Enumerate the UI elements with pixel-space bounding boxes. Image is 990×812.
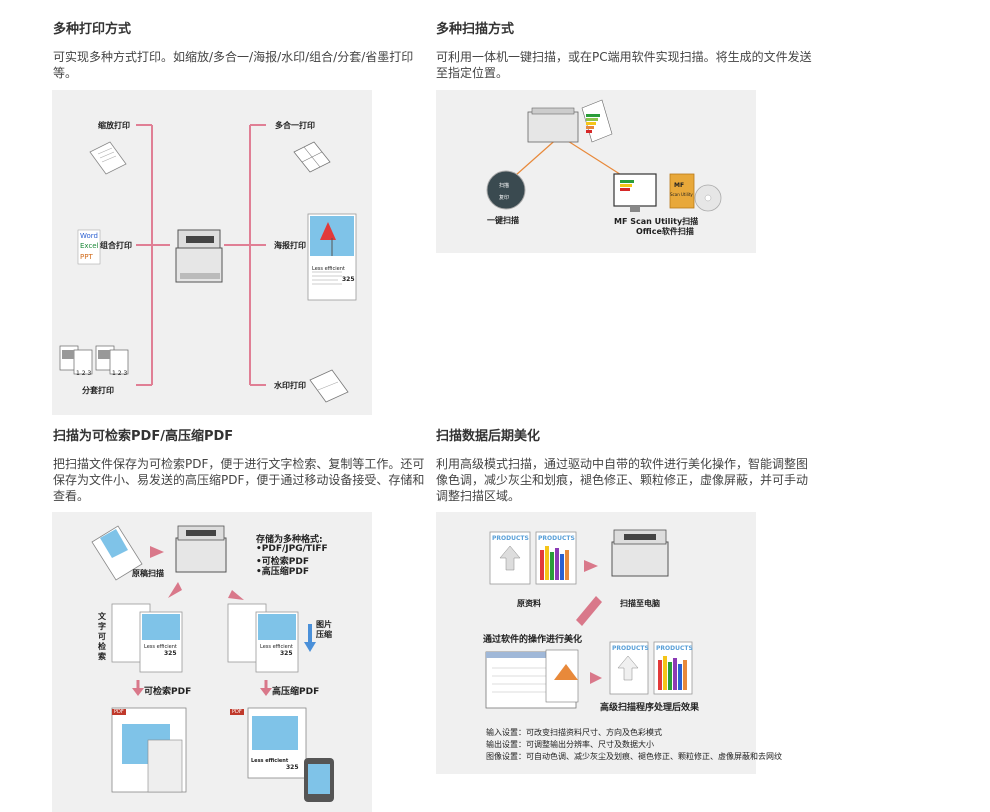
watermark-print-label: 水印打印: [274, 381, 306, 390]
poster-text: Less efficient: [312, 266, 345, 272]
watermark-doc-icon: [309, 369, 349, 403]
mf-box-label-2: Scan Utility: [670, 192, 693, 197]
section-print-modes: 多种打印方式 可实现多种方式打印。如缩放/多合一/海报/水印/组合/分套/省墨打…: [53, 21, 435, 81]
nup-print-label: 多合一打印: [275, 121, 315, 130]
copy-button-label: 复印: [499, 195, 510, 201]
pdf-tag-2: PDF: [230, 709, 244, 715]
section-desc: 利用高级模式扫描，通过驱动中自带的软件进行美化操作，智能调整图像色调，减少灰尘和…: [436, 457, 809, 503]
collate-pages-icon: [59, 345, 129, 375]
pdf-tag-1: PDF: [112, 709, 126, 715]
output-setting-text: 输出设置：可调整输出分辨率、尺寸及数据大小: [486, 740, 654, 749]
text-search-label: 文字可检索: [98, 612, 106, 661]
products-label-4: PRODUCTS: [656, 645, 693, 652]
section-scan-beautify: 扫描数据后期美化 利用高级模式扫描，通过驱动中自带的软件进行美化操作，智能调整图…: [436, 428, 814, 504]
pages-label-1: 1 2 3: [76, 370, 92, 377]
compressed-pdf-label: 高压缩PDF: [272, 687, 320, 697]
scan-beautify-diagram: PRODUCTS PRODUCTS PRODUCTS PRODUCTS 原资料 …: [436, 512, 782, 774]
doc-num-2: 325: [280, 650, 293, 657]
scan-button-label: 扫描: [499, 183, 510, 189]
searchable-pdf-label: 可检索PDF: [144, 687, 192, 697]
combo-print-label: 组合打印: [100, 241, 132, 250]
after-effect-label: 高级扫描程序处理后效果: [600, 703, 700, 713]
section-title: 扫描为可检索PDF/高压缩PDF: [53, 429, 234, 444]
section-title: 扫描数据后期美化: [436, 429, 541, 444]
word-label: Word: [80, 232, 98, 240]
printer-icon: [175, 229, 223, 283]
section-title: 多种扫描方式: [436, 22, 515, 37]
print-modes-lines: [59, 124, 357, 403]
poster-print-label: 海报打印: [274, 241, 306, 250]
doc-num-1: 325: [164, 650, 177, 657]
software-beautify-label: 通过软件的操作进行美化: [483, 635, 583, 645]
doc-text-2: Less efficient: [260, 644, 293, 650]
beautify-graphics: [485, 529, 693, 709]
pdf-diagram-graphics: [91, 525, 334, 802]
image-setting-text: 图像设置：可自动色调、减少灰尘及划痕、褪色修正、颗粒修正、虚像屏蔽和去网纹: [486, 752, 782, 761]
section-desc: 可实现多种方式打印。如缩放/多合一/海报/水印/组合/分套/省墨打印等。: [53, 50, 414, 80]
zoom-doc-icon: [89, 141, 127, 175]
image-compress-label: 图片压缩: [316, 620, 332, 639]
mf-scan-label: MF Scan Utility扫描: [614, 217, 699, 226]
doc-num-3: 325: [286, 764, 299, 771]
monitor-icon: [613, 173, 657, 212]
mf-box-label: MF: [674, 182, 685, 189]
format-item-1: •PDF/JPG/TIFF: [256, 544, 328, 554]
scan-to-pc-label: 扫描至电脑: [620, 599, 660, 608]
zoom-print-label: 缩放打印: [98, 121, 130, 130]
section-scan-modes: 多种扫描方式 可利用一体机一键扫描，或在PC端用软件实现扫描。将生成的文件发送至…: [436, 21, 818, 81]
products-label-1: PRODUCTS: [492, 535, 529, 542]
scan-modes-diagram: 扫描 复印 MF Scan Utility 一键扫描 MF Scan Utili…: [436, 90, 756, 253]
section-desc: 把扫描文件保存为可检索PDF，便于进行文字检索、复制等工作。还可保存为文件小、易…: [53, 457, 425, 503]
collate-print-label: 分套打印: [82, 386, 114, 395]
one-key-scan-label: 一键扫描: [487, 216, 519, 225]
excel-label: Excel: [80, 242, 99, 250]
print-modes-diagram: 缩放打印 组合打印 分套打印 多合一打印 海报打印 水印打印 Word Exce…: [52, 90, 372, 415]
poster-icon: [307, 213, 357, 301]
original-scan-label: 原稿扫描: [132, 569, 164, 578]
nup-doc-icon: [293, 141, 331, 173]
original-label: 原资料: [517, 599, 541, 608]
searchable-pdf-diagram: 存储为多种格式: •PDF/JPG/TIFF •可检索PDF •高压缩PDF 原…: [52, 512, 372, 812]
format-item-2: •可检索PDF: [256, 557, 309, 567]
section-desc: 可利用一体机一键扫描，或在PC端用软件实现扫描。将生成的文件发送至指定位置。: [436, 50, 812, 80]
products-label-3: PRODUCTS: [612, 645, 649, 652]
doc-text-1: Less efficient: [144, 644, 177, 650]
formats-title: 存储为多种格式:: [256, 535, 323, 545]
input-setting-text: 输入设置：可改变扫描资料尺寸、方向及色彩模式: [486, 728, 662, 737]
poster-num: 325: [342, 276, 355, 283]
format-item-3: •高压缩PDF: [256, 567, 309, 577]
scan-modes-lines: [486, 99, 722, 212]
ppt-label: PPT: [80, 253, 93, 261]
products-label-2: PRODUCTS: [538, 535, 575, 542]
mfp-icon: [527, 107, 579, 143]
doc-text-3: Less efficient: [251, 758, 289, 764]
section-searchable-pdf: 扫描为可检索PDF/高压缩PDF 把扫描文件保存为可检索PDF，便于进行文字检索…: [53, 428, 425, 504]
color-bars: [586, 114, 600, 133]
pages-label-2: 1 2 3: [112, 370, 128, 377]
office-scan-label: Office软件扫描: [636, 227, 694, 236]
section-title: 多种打印方式: [53, 22, 132, 37]
